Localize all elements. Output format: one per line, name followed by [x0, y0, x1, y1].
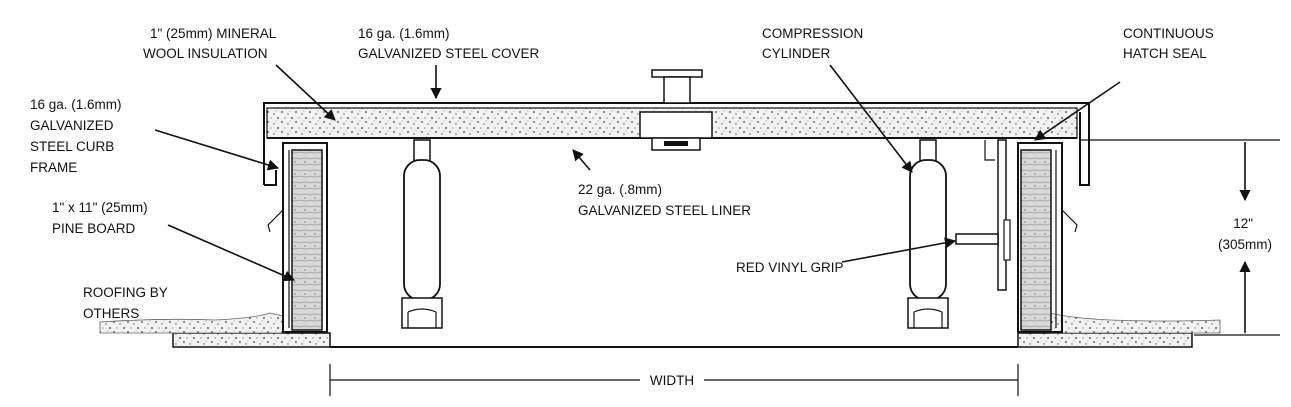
- label-liner: 22 ga. (.8mm) GALVANIZED STEEL LINER: [578, 182, 751, 218]
- steel-cover: [263, 102, 1090, 186]
- label-pine-board: 1" x 11" (25mm) PINE BOARD: [52, 200, 151, 236]
- label-grip: RED VINYL GRIP: [736, 260, 844, 275]
- cover-handle: [639, 69, 713, 151]
- pine-board-left: [291, 149, 323, 331]
- label-seal: CONTINUOUS HATCH SEAL: [1123, 26, 1218, 61]
- compression-cylinder-left: [401, 139, 443, 329]
- label-cylinder: COMPRESSION CYLINDER: [762, 26, 867, 61]
- label-cover: 16 ga. (1.6mm) GALVANIZED STEEL COVER: [358, 26, 540, 61]
- label-roofing: ROOFING BY OTHERS: [83, 285, 171, 321]
- leader-lines: [154, 64, 1121, 282]
- labels: 1" (25mm) MINERAL WOOL INSULATION 16 ga.…: [30, 26, 1272, 388]
- roof-deck-left: [172, 332, 331, 348]
- label-curb-frame: 16 ga. (1.6mm) GALVANIZED STEEL CURB FRA…: [30, 97, 125, 175]
- compression-cylinder-right: [907, 139, 949, 329]
- hatch-structure: [99, 69, 1221, 348]
- label-insulation: 1" (25mm) MINERAL WOOL INSULATION: [143, 26, 280, 61]
- height-dimension: [1079, 139, 1280, 336]
- roofing-left: [99, 312, 284, 334]
- curb-frame-right: [1017, 142, 1063, 333]
- roof-deck-right: [1017, 332, 1193, 348]
- roofing-right: [1049, 312, 1221, 334]
- curb-frame-left: [282, 142, 328, 333]
- label-height: 12" (305mm): [1218, 216, 1272, 252]
- pine-board-right: [1020, 149, 1052, 331]
- label-width: WIDTH: [650, 373, 694, 388]
- latch-grip-assembly: [955, 139, 1011, 291]
- width-dimension: [329, 364, 1019, 396]
